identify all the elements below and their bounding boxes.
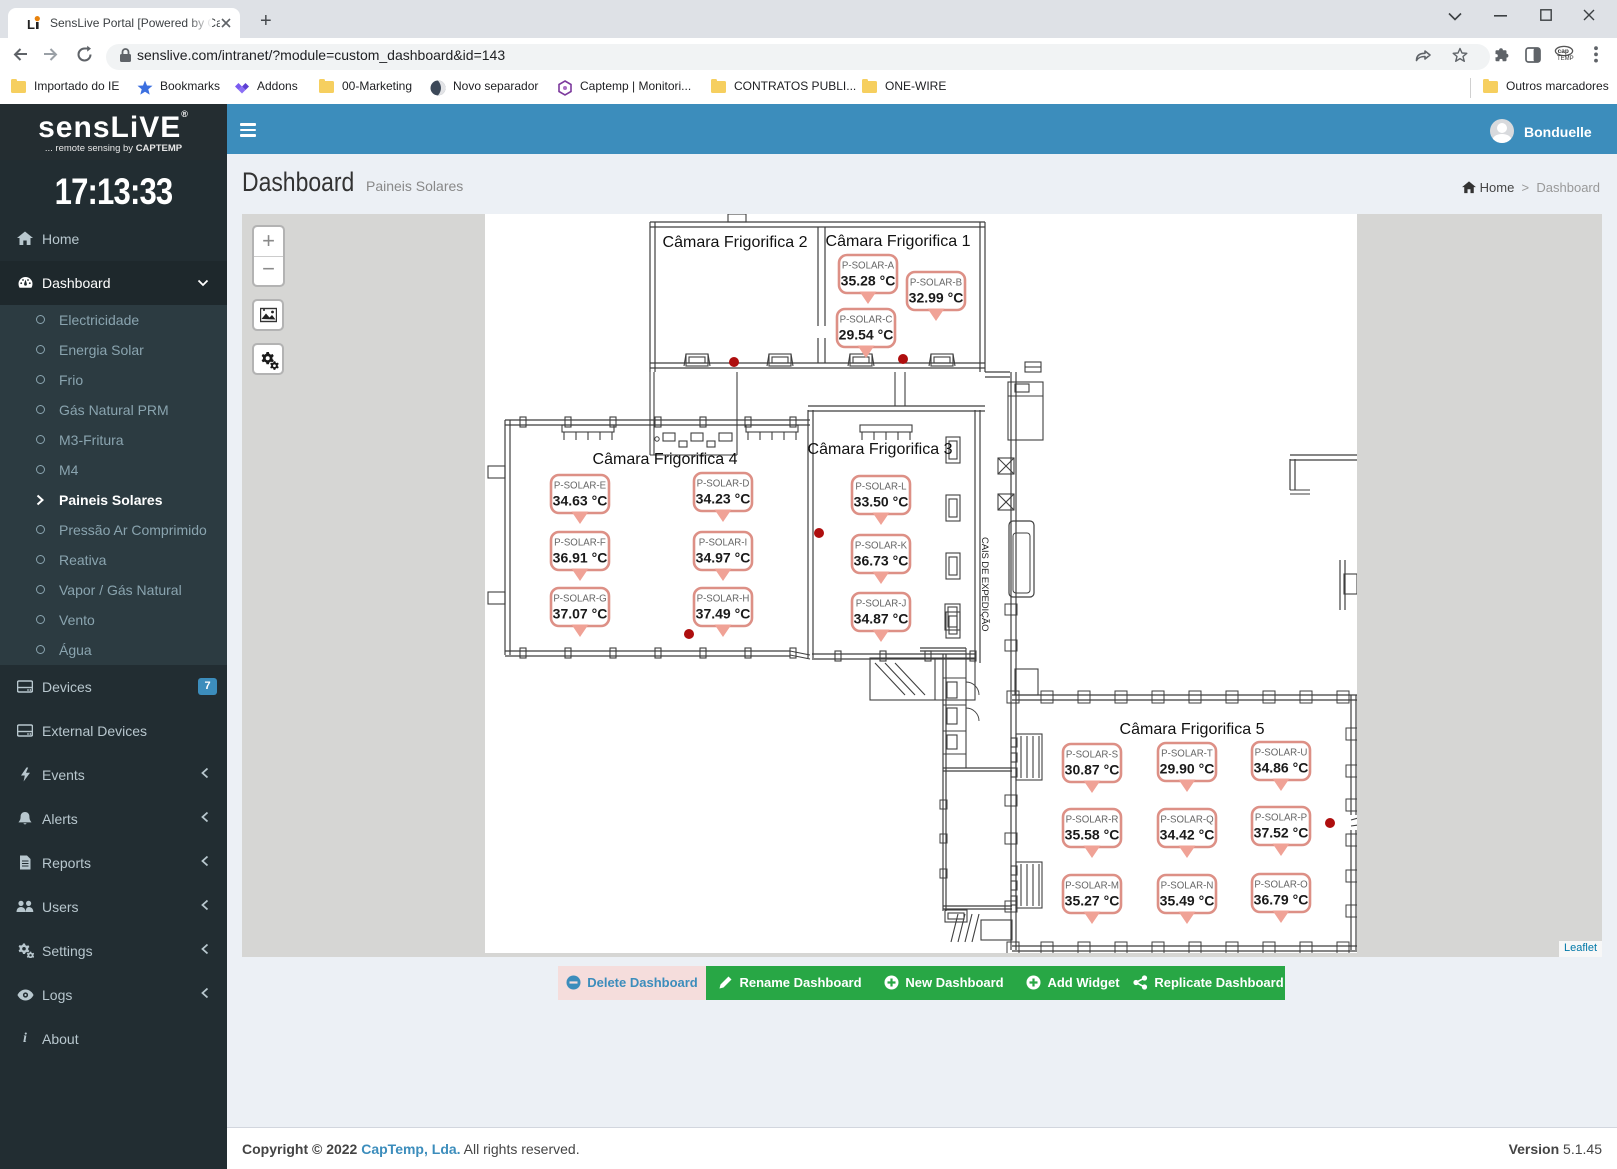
svg-text:P-SOLAR-J: P-SOLAR-J [856, 599, 907, 610]
svg-text:Câmara Frigorifica 4: Câmara Frigorifica 4 [593, 451, 738, 468]
svg-text:P-SOLAR-M: P-SOLAR-M [1065, 881, 1119, 892]
svg-text:37.52 °C: 37.52 °C [1254, 825, 1309, 841]
svg-text:Câmara Frigorifica 5: Câmara Frigorifica 5 [1120, 721, 1265, 738]
svg-text:36.73 °C: 36.73 °C [854, 553, 909, 569]
svg-text:P-SOLAR-Q: P-SOLAR-Q [1160, 815, 1214, 826]
svg-text:P-SOLAR-O: P-SOLAR-O [1254, 880, 1308, 891]
svg-text:CAIS DE EXPEDIÇÃO: CAIS DE EXPEDIÇÃO [979, 537, 990, 631]
svg-text:P-SOLAR-K: P-SOLAR-K [855, 541, 908, 552]
svg-text:36.79 °C: 36.79 °C [1254, 892, 1309, 908]
svg-text:P-SOLAR-P: P-SOLAR-P [1255, 813, 1307, 824]
svg-text:34.97 °C: 34.97 °C [696, 550, 751, 566]
svg-text:P-SOLAR-F: P-SOLAR-F [554, 538, 606, 549]
svg-text:P-SOLAR-L: P-SOLAR-L [855, 482, 907, 493]
svg-text:35.58 °C: 35.58 °C [1065, 827, 1120, 843]
svg-text:34.23 °C: 34.23 °C [696, 491, 751, 507]
svg-text:Câmara Frigorifica 2: Câmara Frigorifica 2 [663, 234, 808, 251]
svg-text:30.87 °C: 30.87 °C [1065, 762, 1120, 778]
svg-text:34.87 °C: 34.87 °C [854, 611, 909, 627]
svg-text:P-SOLAR-A: P-SOLAR-A [842, 261, 895, 272]
svg-text:34.42 °C: 34.42 °C [1160, 827, 1215, 843]
svg-text:P-SOLAR-R: P-SOLAR-R [1066, 815, 1119, 826]
svg-text:36.91 °C: 36.91 °C [553, 550, 608, 566]
svg-text:33.50 °C: 33.50 °C [854, 494, 909, 510]
svg-text:35.28 °C: 35.28 °C [841, 273, 896, 289]
svg-text:P-SOLAR-G: P-SOLAR-G [553, 594, 606, 605]
svg-text:34.86 °C: 34.86 °C [1254, 760, 1309, 776]
svg-text:P-SOLAR-I: P-SOLAR-I [699, 538, 747, 549]
svg-text:P-SOLAR-T: P-SOLAR-T [1161, 749, 1213, 760]
svg-text:32.99 °C: 32.99 °C [909, 290, 964, 306]
svg-text:L: L [27, 17, 35, 32]
svg-text:35.49 °C: 35.49 °C [1160, 893, 1215, 909]
svg-text:Câmara Frigorifica 3: Câmara Frigorifica 3 [808, 441, 953, 458]
svg-text:P-SOLAR-U: P-SOLAR-U [1255, 748, 1308, 759]
svg-text:Câmara Frigorifica 1: Câmara Frigorifica 1 [826, 233, 971, 250]
svg-text:cap: cap [1558, 48, 1569, 55]
svg-text:34.63 °C: 34.63 °C [553, 493, 608, 509]
svg-text:37.07 °C: 37.07 °C [553, 606, 608, 622]
svg-text:P-SOLAR-C: P-SOLAR-C [840, 315, 893, 326]
svg-text:29.54 °C: 29.54 °C [839, 327, 894, 343]
svg-text:37.49 °C: 37.49 °C [696, 606, 751, 622]
svg-text:P-SOLAR-D: P-SOLAR-D [697, 479, 750, 490]
svg-text:P-SOLAR-H: P-SOLAR-H [697, 594, 750, 605]
svg-text:P-SOLAR-N: P-SOLAR-N [1161, 881, 1214, 892]
svg-text:TEMP: TEMP [1557, 56, 1574, 62]
svg-text:P-SOLAR-B: P-SOLAR-B [910, 278, 962, 289]
svg-text:29.90 °C: 29.90 °C [1160, 761, 1215, 777]
svg-text:35.27 °C: 35.27 °C [1065, 893, 1120, 909]
svg-text:P-SOLAR-S: P-SOLAR-S [1066, 750, 1119, 761]
svg-text:P-SOLAR-E: P-SOLAR-E [554, 481, 607, 492]
